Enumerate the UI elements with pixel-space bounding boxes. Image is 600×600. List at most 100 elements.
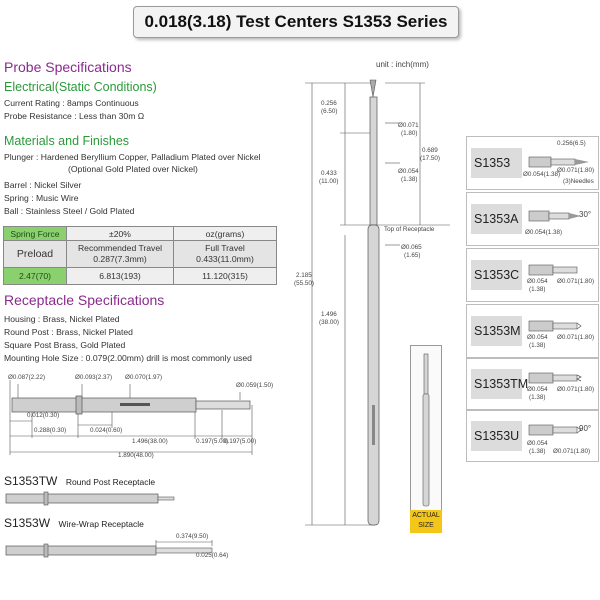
variant-label: S1353M [471,316,522,346]
w-label: S1353W Wire-Wrap Receptacle [4,514,144,532]
preload-cell: Preload [3,240,67,268]
dim-a-mm: (6.50) [321,108,338,115]
variant-s1353c: S1353C Ø0.054 (1.38) Ø0.071(1.80) [466,248,599,302]
tw-receptacle-drawing [5,491,175,506]
current-rating: Current Rating : 8amps Continuous [4,98,139,108]
plunger-option-line: (Optional Gold Plated over Nickel) [68,164,198,174]
rec-dim-10: 0.197(5.00) [224,438,257,445]
variant-dim-2: Ø0.054(1.38) [525,229,563,236]
variant-label: S1353TM [471,369,528,399]
unit-header: oz(grams) [173,226,277,241]
receptacle-drawing [9,380,253,455]
dim-h-mm: (38.00) [319,319,339,326]
w-dim-1: 0.374(9.50) [176,533,209,540]
dim-f-mm: (1.65) [404,252,421,259]
variant-dim-1: 0.256(6.5) [557,140,586,147]
receptacle-spec-heading: Receptacle Specifications [4,292,165,308]
rec-dim-9: 0.197(5.00) [196,438,229,445]
full-travel-cell: Full Travel 0.433(11.0mm) [173,240,277,268]
variant-dim-4: (3)Needles [563,178,594,185]
dim-a: 0.256 [321,100,337,107]
w-dim-2: 0.025(0.64) [196,552,229,559]
recommended-travel-value: 0.287(7.3mm) [93,254,147,264]
variant-dim-4: Ø0.071(1.80) [553,448,591,455]
rec-dim-7: 0.024(0.60) [90,427,123,434]
round-post-line: Round Post : Brass, Nickel Plated [4,327,133,337]
rec-dim-8: 1.496(38.00) [132,438,168,445]
page-title: 0.018(3.18) Test Centers S1353 Series [133,6,459,38]
square-post-line: Square Post Brass, Gold Plated [4,340,126,350]
spring-force-table: Spring Force ±20% oz(grams) Preload Reco… [3,226,277,285]
dim-e-mm: (1.38) [401,176,418,183]
preload-force-value: 2.47(70) [3,267,67,285]
variant-tip-drawing [528,372,582,384]
variant-dim-2: Ø0.054(1.38) [523,171,561,178]
variant-dim-2: Ø0.054 [527,440,548,447]
variant-dim-1: Ø0.054 [527,386,548,393]
variant-dim-1: 30° [579,210,592,219]
dim-f: Ø0.065 [401,244,422,251]
full-force-value: 11.120(315) [173,267,277,285]
electrical-heading: Electrical(Static Conditions) [4,80,157,94]
rec-dim-6: 0.288(0.30) [34,427,67,434]
recommended-travel-cell: Recommended Travel 0.287(7.3mm) [66,240,174,268]
variant-tip-drawing [528,424,582,436]
top-of-receptacle: Top of Receptacle [384,226,435,233]
variant-tip-drawing [528,156,589,168]
variant-dim-3: Ø0.071(1.80) [557,167,595,174]
variant-s1353m: S1353M Ø0.054 (1.38) Ø0.071(1.80) [466,304,599,358]
dim-h: 1.496 [321,311,337,318]
tw-label: S1353TW Round Post Receptacle [4,472,155,490]
variant-dim-2: (1.38) [529,394,546,401]
recommended-force-value: 6.813(193) [66,267,174,285]
variant-dim-2: (1.38) [529,342,546,349]
variant-dim-3: Ø0.071(1.80) [557,278,595,285]
variant-label: S1353C [471,260,522,290]
dim-g: 2.185 [296,272,312,279]
variant-tip-drawing [528,264,578,276]
variant-dim-2: (1.38) [529,286,546,293]
rec-dim-2: Ø0.093(2.37) [75,374,113,381]
mounting-hole-line: Mounting Hole Size : 0.079(2.00mm) drill… [4,353,252,363]
actual-size-probe [422,353,430,507]
housing-line: Housing : Brass, Nickel Plated [4,314,120,324]
tw-desc: Round Post Receptacle [65,477,156,487]
dim-b-mm: (1.80) [401,130,418,137]
w-code: S1353W [4,516,51,530]
recommended-travel-label: Recommended Travel [77,243,163,253]
probe-drawing [305,79,450,526]
actual-size-line1: ACTUAL [412,512,440,519]
actual-size-line2: SIZE [418,522,434,529]
variant-dim-3: Ø0.071(1.80) [557,386,595,393]
probe-resistance: Probe Resistance : Less than 30m Ω [4,111,145,121]
rec-dim-11: 1.890(48.00) [118,452,154,459]
dim-e: Ø0.054 [398,168,419,175]
variant-label: S1353U [471,421,522,451]
full-travel-label: Full Travel [205,243,245,253]
variant-dim-1: Ø0.054 [527,334,548,341]
materials-heading: Materials and Finishes [4,134,130,148]
spring-line: Spring : Music Wire [4,193,79,203]
w-desc: Wire-Wrap Receptacle [58,519,144,529]
variant-s1353u: S1353U 90° Ø0.054 (1.38) Ø0.071(1.80) [466,410,599,462]
plunger-line: Plunger : Hardened Beryllium Copper, Pal… [4,152,261,162]
actual-size-frame [410,345,442,512]
rec-dim-1: Ø0.087(2.22) [8,374,46,381]
variant-label: S1353 [471,148,522,178]
variant-s1353tm: S1353TM Ø0.054 (1.38) Ø0.071(1.80) [466,358,599,410]
dim-c-mm: (17.50) [420,155,440,162]
w-receptacle-drawing [5,540,213,558]
variant-dim-1: Ø0.054 [527,278,548,285]
tw-code: S1353TW [4,474,58,488]
barrel-line: Barrel : Nickel Silver [4,180,82,190]
dim-b: Ø0.071 [398,122,419,129]
dim-d: 0.433 [321,170,337,177]
variant-dim-3: Ø0.071(1.80) [557,334,595,341]
full-travel-value: 0.433(11.0mm) [196,254,254,264]
variant-tip-drawing [528,210,581,222]
unit-label: unit : inch(mm) [376,60,429,69]
rec-dim-4: Ø0.059(1.50) [236,382,274,389]
variant-tip-drawing [528,320,582,332]
actual-size-badge: ACTUAL SIZE [410,510,442,533]
variant-label: S1353A [471,204,522,234]
